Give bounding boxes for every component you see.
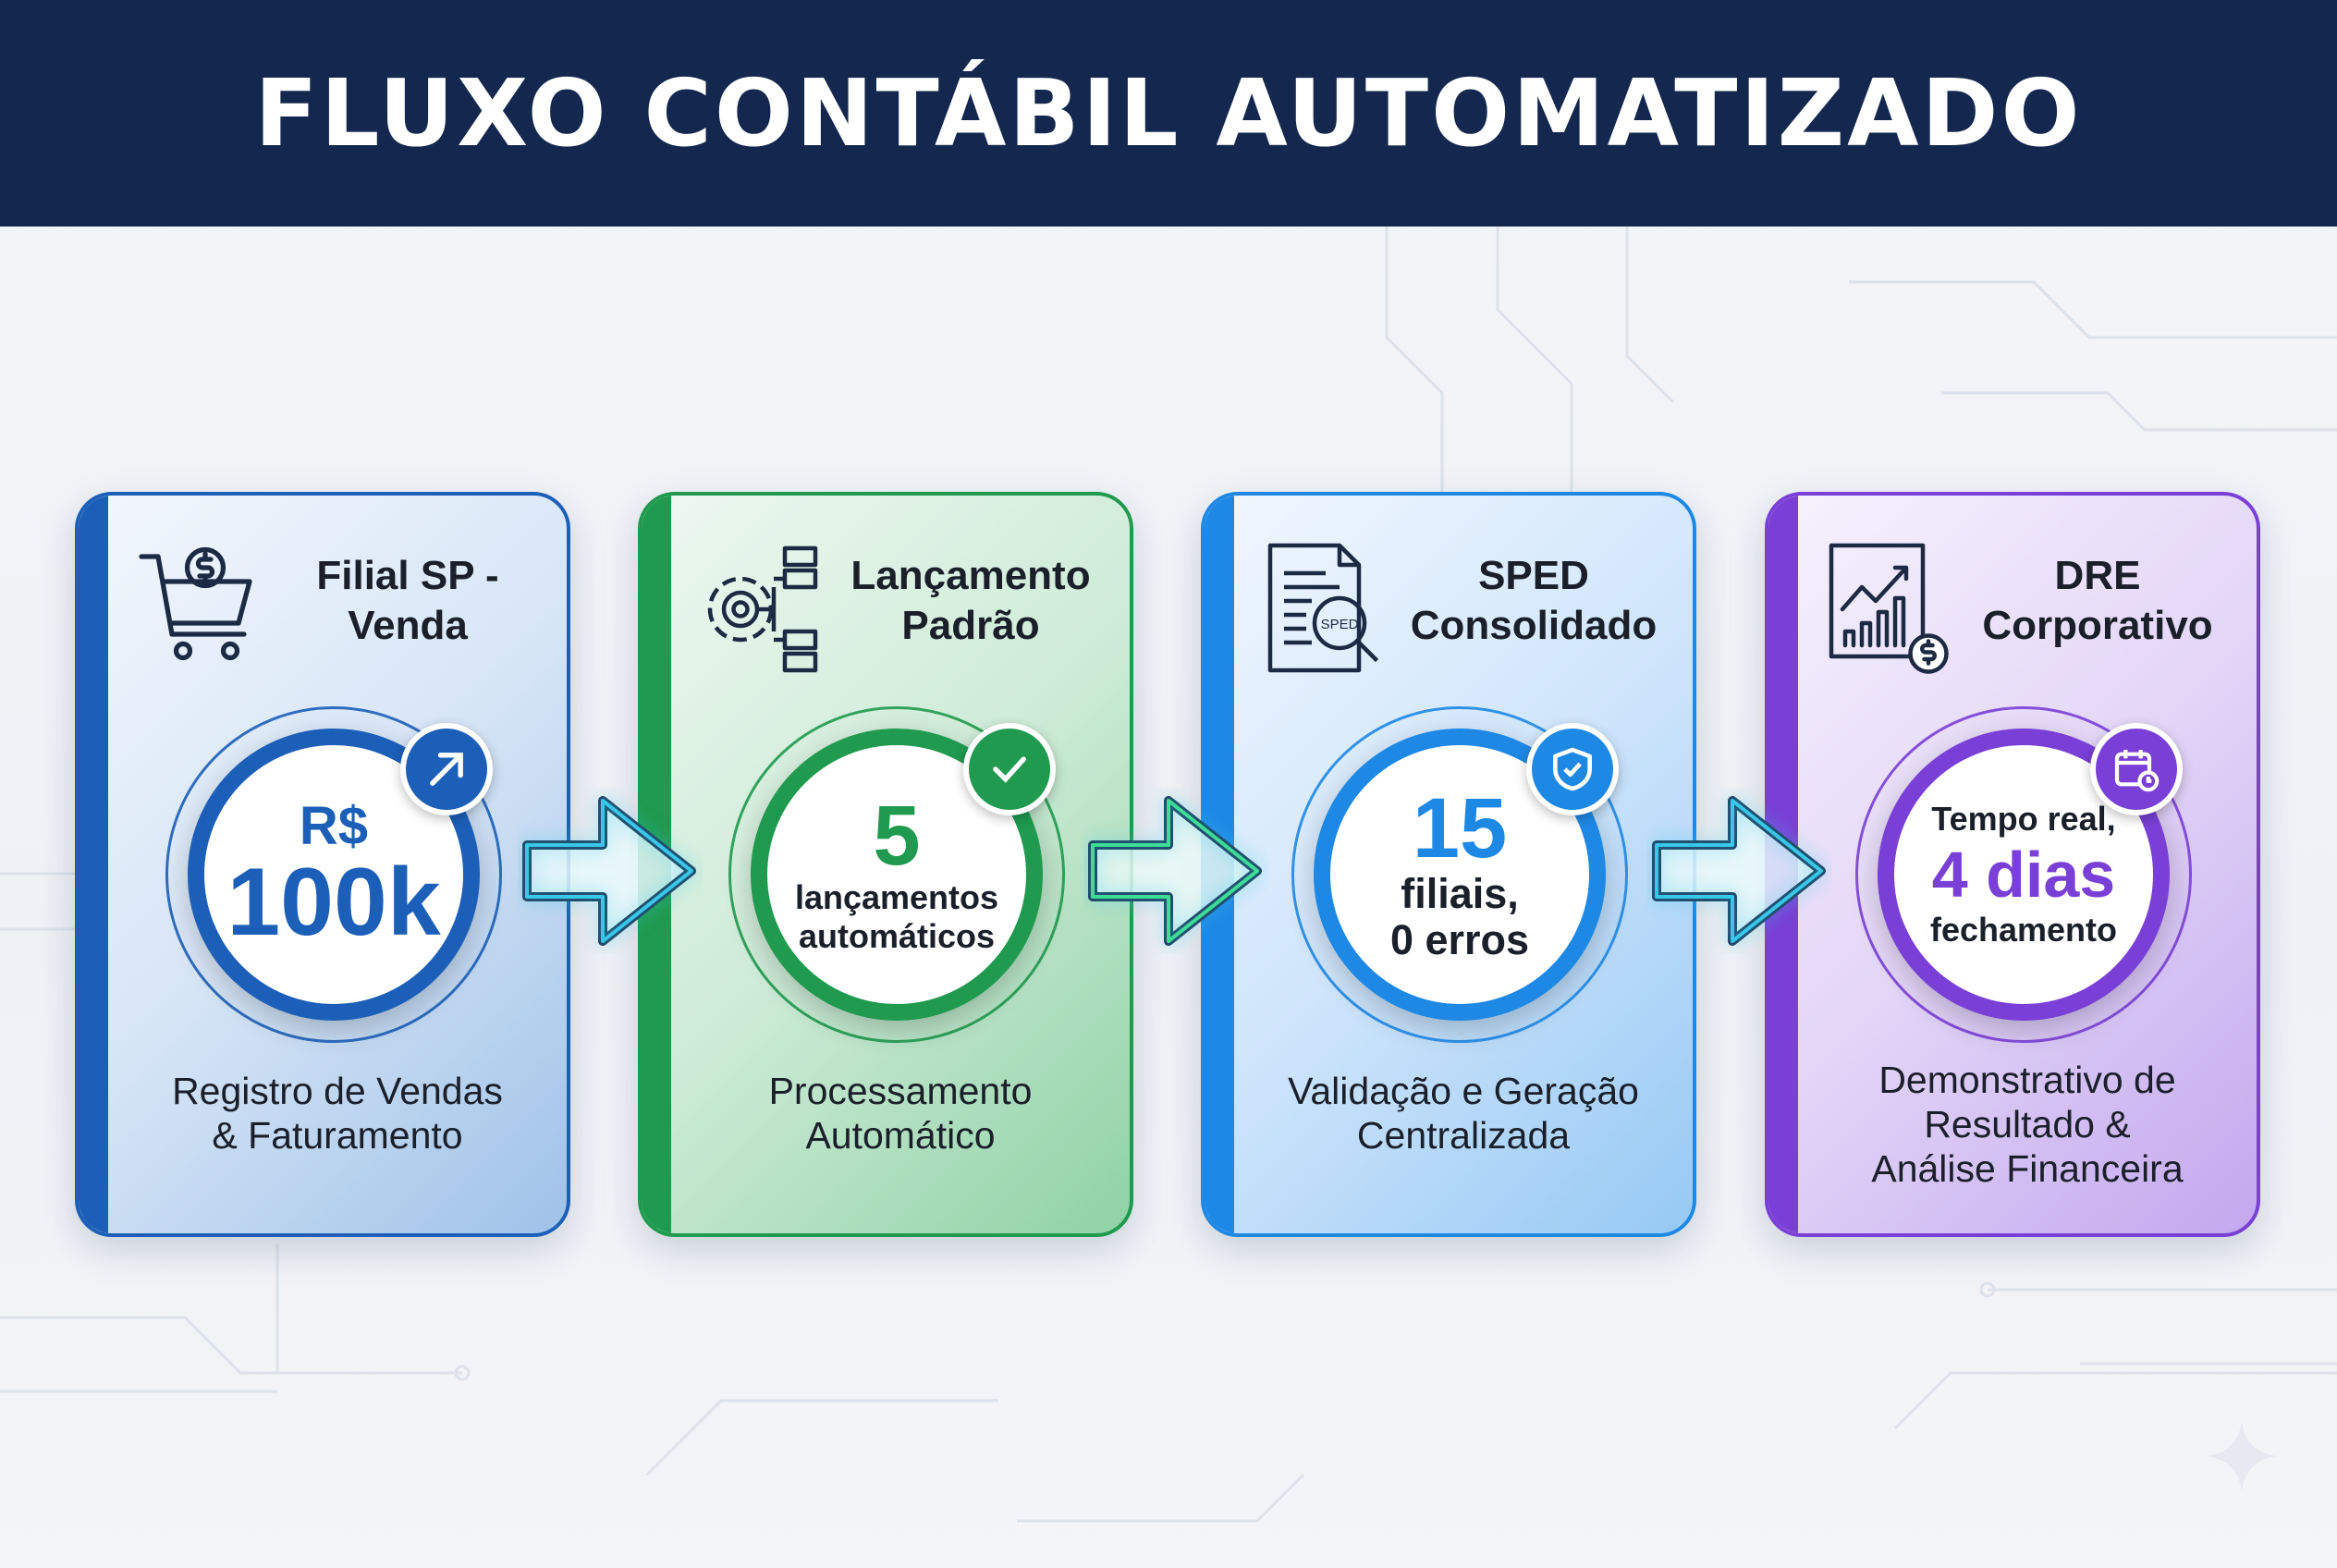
arrow-right-icon bbox=[522, 796, 696, 946]
outer-ring bbox=[165, 706, 502, 1043]
card-accent-stripe bbox=[79, 496, 108, 1233]
metric-value: 5 bbox=[873, 789, 921, 883]
outer-ring bbox=[1855, 706, 2192, 1043]
metric-label: automáticos bbox=[798, 917, 996, 955]
shopping-cart-dollar-icon bbox=[139, 546, 252, 661]
step-card-filial-sp-venda: Filial SP -Venda R$ 100k Registro de Ven… bbox=[75, 492, 570, 1237]
arrow-right-icon bbox=[1652, 796, 1826, 946]
arrow-right-icon bbox=[1088, 796, 1262, 946]
metric-label: 0 erros bbox=[1389, 916, 1530, 963]
metric-value: 4 dias bbox=[1931, 839, 2116, 911]
outer-ring bbox=[1291, 706, 1628, 1043]
metric-value: 100k bbox=[226, 849, 441, 956]
svg-text:SPED: SPED bbox=[1321, 617, 1359, 632]
check-icon bbox=[963, 723, 1056, 815]
metric-value: 15 bbox=[1412, 781, 1508, 876]
header-banner: FLUXO CONTÁBIL AUTOMATIZADO bbox=[0, 0, 2337, 227]
metric-label: Tempo real, bbox=[1931, 800, 2116, 838]
arrow-up-right-icon bbox=[400, 723, 493, 815]
card-title: Filial SP -Venda bbox=[316, 553, 499, 648]
calendar-clock-icon bbox=[2090, 723, 2183, 815]
page-title: FLUXO CONTÁBIL AUTOMATIZADO bbox=[254, 59, 2083, 167]
outer-ring bbox=[728, 706, 1065, 1043]
card-description: Registro de Vendas& Faturamento bbox=[172, 1070, 503, 1157]
document-search-icon: SPED bbox=[1267, 543, 1379, 673]
gear-database-icon bbox=[707, 545, 818, 673]
metric-label: filiais, bbox=[1401, 870, 1519, 917]
metric-currency: R$ bbox=[299, 796, 369, 856]
sparkle-icon bbox=[2207, 1421, 2277, 1491]
metric-label: fechamento bbox=[1929, 911, 2118, 949]
metric-label: lançamentos bbox=[794, 878, 999, 916]
shield-check-icon bbox=[1526, 723, 1619, 815]
chart-dollar-icon bbox=[1829, 543, 1949, 674]
